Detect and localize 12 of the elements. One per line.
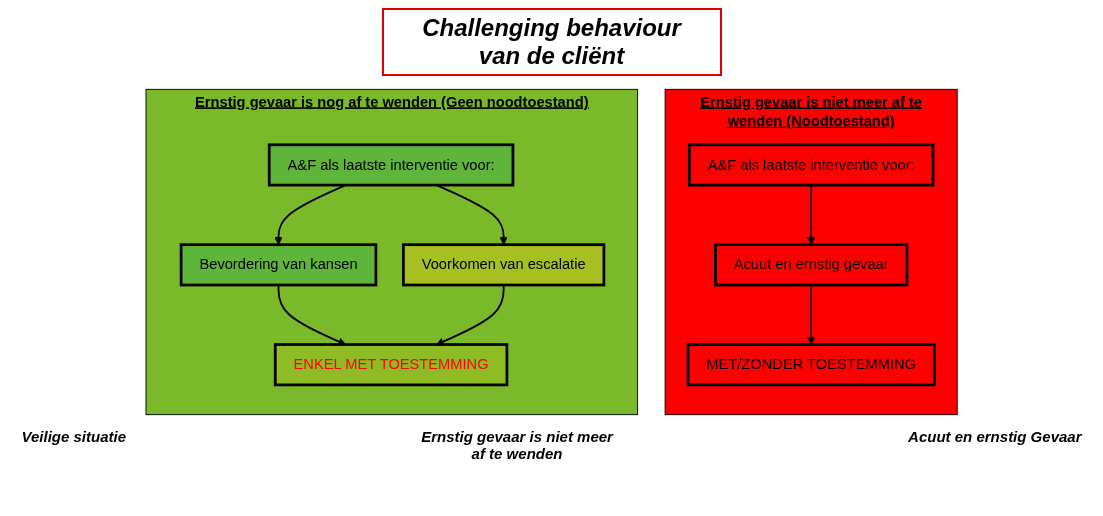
scale-label: Veilige situatie: [21, 428, 126, 447]
node-box: MET/ZONDER TOESTEMMING: [686, 343, 936, 387]
node-box: Acuut en ernstig gevaar: [713, 243, 909, 287]
node-box: ENKEL MET TOESTEMMING: [273, 343, 509, 387]
title-box: Challenging behaviour van de cliënt: [381, 8, 722, 76]
arrow: [807, 284, 816, 345]
node-box: Bevordering van kansen: [179, 243, 378, 287]
node-box: A&F als laatste interventie voor:: [687, 143, 935, 187]
node-box: A&F als laatste interventie voor:: [267, 143, 515, 187]
scale-label: Ernstig gevaar is niet meer af te wenden: [420, 428, 615, 462]
node-box: Voorkomen van escalatie: [401, 243, 606, 287]
scale-label: Acuut en ernstig Gevaar: [908, 428, 1082, 447]
